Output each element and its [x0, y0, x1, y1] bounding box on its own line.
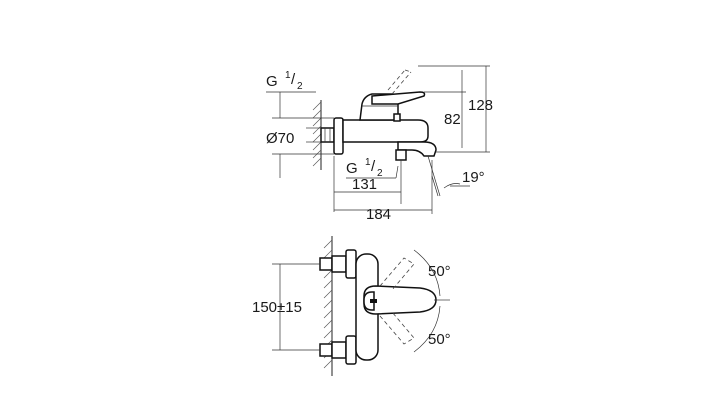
- front-view: 50° 50° 150±15: [252, 236, 451, 376]
- angle-top: 50°: [428, 263, 451, 280]
- svg-text:/: /: [371, 158, 376, 175]
- front-mixer-body: [355, 253, 437, 361]
- side-view: G 1 / 2 Ø70 82 128 G: [266, 65, 493, 223]
- diameter-dimension: Ø70: [266, 92, 334, 178]
- thread-top-prefix: G: [266, 73, 278, 90]
- dim-128: 128: [468, 97, 493, 114]
- thread-bottom-label: G 1 / 2: [346, 157, 399, 179]
- angle-bottom: 50°: [428, 331, 451, 348]
- front-bottom-connection: [319, 335, 357, 365]
- dim-150-group: 150±15: [252, 263, 320, 351]
- angle-19-group: 19°: [427, 155, 485, 197]
- side-mixer-body: [342, 91, 437, 166]
- side-connection: [320, 117, 344, 155]
- dim-82: 82: [444, 111, 461, 128]
- thread-bottom-sub: 2: [377, 168, 383, 179]
- dim-184: 184: [366, 206, 391, 223]
- svg-text:/: /: [291, 71, 296, 88]
- dim-131: 131: [352, 176, 377, 193]
- thread-bottom-sup: 1: [365, 157, 371, 168]
- thread-bottom-prefix: G: [346, 160, 358, 177]
- side-lever-swing: [387, 69, 412, 95]
- thread-top-sup: 1: [285, 70, 291, 81]
- diameter-label: Ø70: [266, 130, 294, 147]
- dim-184-group: 184: [334, 160, 433, 223]
- thread-top-sub: 2: [297, 81, 303, 92]
- height-dimensions: 82 128: [418, 65, 493, 153]
- front-top-connection: [319, 249, 357, 279]
- thread-top-label: G 1 / 2: [266, 70, 316, 93]
- angle-19: 19°: [462, 169, 485, 186]
- dim-131-group: 131: [333, 156, 402, 212]
- front-lever-swing: [379, 249, 450, 353]
- dim-150: 150±15: [252, 299, 302, 316]
- side-wall: [312, 100, 322, 170]
